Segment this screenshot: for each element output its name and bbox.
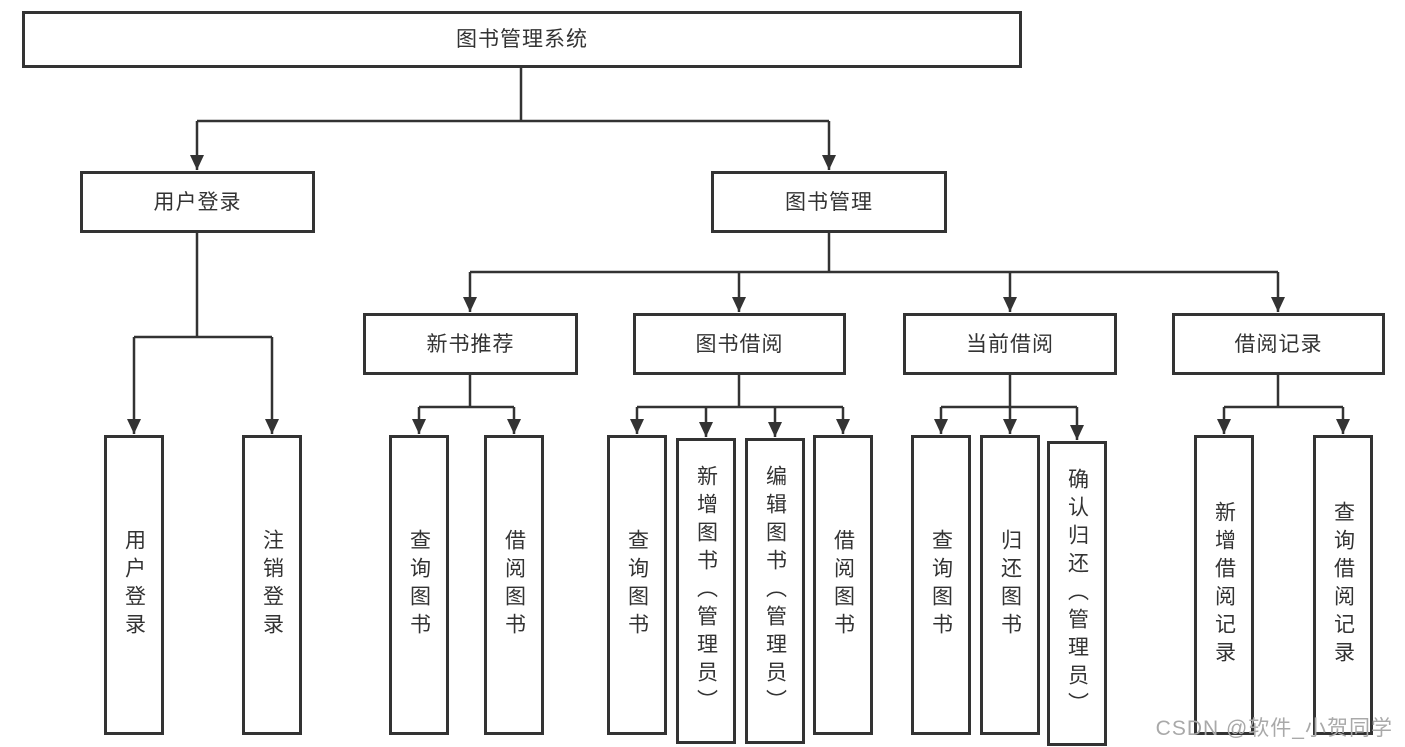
- leaf-logout: 注销登录: [242, 435, 302, 735]
- node-label: 新书推荐: [426, 332, 515, 356]
- leaf-query-borrow-record: 查询借阅记录: [1313, 435, 1373, 735]
- leaf-label: 新增图书（管理员）: [694, 465, 718, 717]
- leaf-label: 确认归还（管理员）: [1065, 467, 1089, 720]
- leaf-label: 编辑图书（管理员）: [763, 465, 787, 717]
- csdn-watermark: CSDN @软件_小贺同学: [1155, 717, 1393, 740]
- leaf-edit-book-admin: 编辑图书（管理员）: [745, 438, 805, 744]
- node-new-book-recommend: 新书推荐: [363, 313, 578, 375]
- leaf-label: 借阅图书: [502, 529, 526, 641]
- node-label: 借阅记录: [1234, 332, 1323, 356]
- node-label: 图书管理: [785, 190, 873, 214]
- leaf-label: 查询图书: [407, 529, 431, 641]
- node-label: 用户登录: [153, 190, 242, 214]
- node-label: 图书借阅: [695, 332, 784, 356]
- node-borrow-record: 借阅记录: [1172, 313, 1385, 375]
- leaf-add-book-admin: 新增图书（管理员）: [676, 438, 736, 744]
- leaf-query-books-2: 查询图书: [607, 435, 667, 735]
- leaf-return-book: 归还图书: [980, 435, 1040, 735]
- leaf-label: 查询图书: [929, 529, 953, 641]
- leaf-query-books-3: 查询图书: [911, 435, 971, 735]
- leaf-user-login: 用户登录: [104, 435, 164, 735]
- node-book-management: 图书管理: [711, 171, 947, 233]
- leaf-borrow-books-2: 借阅图书: [813, 435, 873, 735]
- leaf-query-books-1: 查询图书: [389, 435, 449, 735]
- node-book-borrow: 图书借阅: [633, 313, 846, 375]
- leaf-add-borrow-record: 新增借阅记录: [1194, 435, 1254, 735]
- leaf-label: 新增借阅记录: [1212, 501, 1236, 669]
- node-current-borrow: 当前借阅: [903, 313, 1117, 375]
- leaf-label: 查询图书: [625, 529, 649, 641]
- leaf-label: 查询借阅记录: [1331, 501, 1355, 669]
- node-system-root: 图书管理系统: [22, 11, 1022, 68]
- leaf-label: 注销登录: [260, 529, 284, 641]
- leaf-label: 归还图书: [998, 529, 1022, 641]
- node-label: 图书管理系统: [456, 28, 588, 51]
- leaf-confirm-return-admin: 确认归还（管理员）: [1047, 441, 1107, 746]
- leaf-label: 借阅图书: [831, 529, 855, 641]
- node-label: 当前借阅: [966, 332, 1054, 356]
- leaf-label: 用户登录: [122, 529, 146, 641]
- leaf-borrow-books-1: 借阅图书: [484, 435, 544, 735]
- node-user-login: 用户登录: [80, 171, 315, 233]
